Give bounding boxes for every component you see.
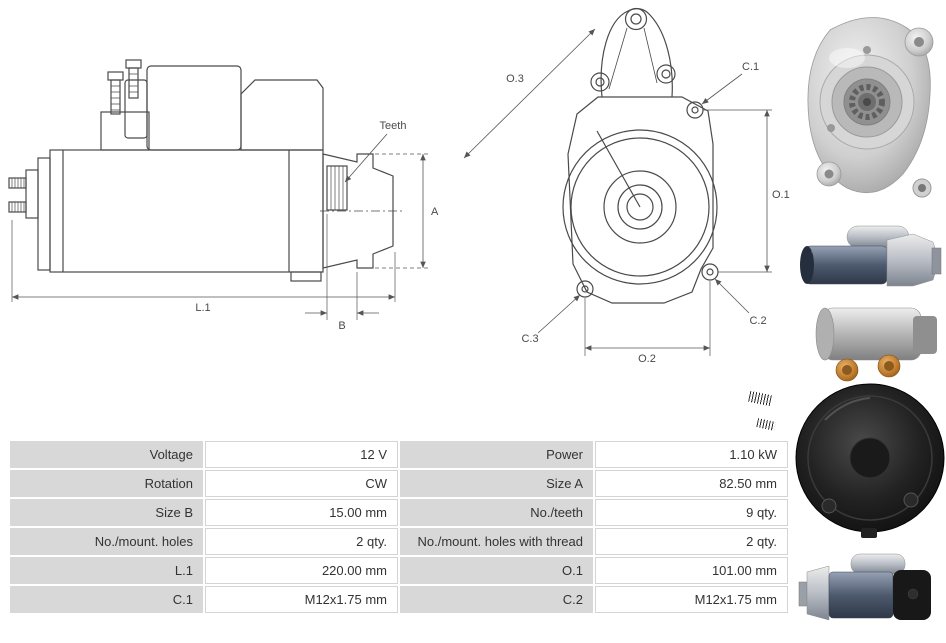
spec-label-c2: C.2 [400,586,593,613]
size-b-label: B [338,320,345,332]
teeth-label: Teeth [380,120,407,132]
side-view-outline [8,59,405,282]
spec-value-power: 1.10 kW [595,441,788,468]
product-photo-side-view [795,216,946,298]
o1-label: O.1 [772,189,790,201]
spec-label-mount-holes: No./mount. holes [10,528,203,555]
spec-value-l1: 220.00 mm [205,557,398,584]
spec-label-mount-holes-thread: No./mount. holes with thread [400,528,593,555]
starter-photo-side-icon [800,225,942,287]
product-photo-column [795,0,946,636]
length-l1-label: L.1 [195,302,210,314]
product-photo-side-view-2 [795,546,946,638]
spec-value-mount-holes-thread: 2 qty. [595,528,788,555]
starter-photo-front-icon [807,17,934,198]
spec-value-teeth: 9 qty. [595,499,788,526]
size-a-label: A [431,206,439,218]
spec-label-voltage: Voltage [10,441,203,468]
spec-label-size-a: Size A [400,470,593,497]
spec-value-c1: M12x1.75 mm [205,586,398,613]
c3-label: C.3 [521,333,538,345]
spec-value-rotation: CW [205,470,398,497]
spec-value-voltage: 12 V [205,441,398,468]
barcode-mark-1 [748,390,772,407]
spec-value-o1: 101.00 mm [595,557,788,584]
spec-table: Voltage 12 V Power 1.10 kW Rotation CW S… [10,441,788,613]
spec-value-mount-holes: 2 qty. [205,528,398,555]
spec-label-l1: L.1 [10,557,203,584]
c2-label: C.2 [749,315,766,327]
spec-label-rotation: Rotation [10,470,203,497]
front-view-outline [562,7,719,304]
product-photo-front-view [795,2,946,214]
front-view-dimensions [463,28,772,356]
c1-label: C.1 [742,61,759,73]
side-view-dimensions [11,133,429,320]
spec-value-c2: M12x1.75 mm [595,586,788,613]
spec-label-power: Power [400,441,593,468]
barcode-mark-2 [756,418,776,431]
product-photo-rear-view [795,300,946,542]
spec-label-c1: C.1 [10,586,203,613]
starter-photo-side2-icon [798,553,931,621]
starter-photo-rear-icon [795,307,945,538]
starter-front-view-drawing: O.3 C.1 O.1 C.2 C.3 O.2 [463,7,790,365]
spec-value-size-a: 82.50 mm [595,470,788,497]
o3-label: O.3 [506,73,524,85]
spec-label-size-b: Size B [10,499,203,526]
o2-label: O.2 [638,353,656,365]
spec-label-teeth: No./teeth [400,499,593,526]
starter-side-view-drawing: Teeth A L.1 B [8,59,439,332]
spec-value-size-b: 15.00 mm [205,499,398,526]
spec-label-o1: O.1 [400,557,593,584]
